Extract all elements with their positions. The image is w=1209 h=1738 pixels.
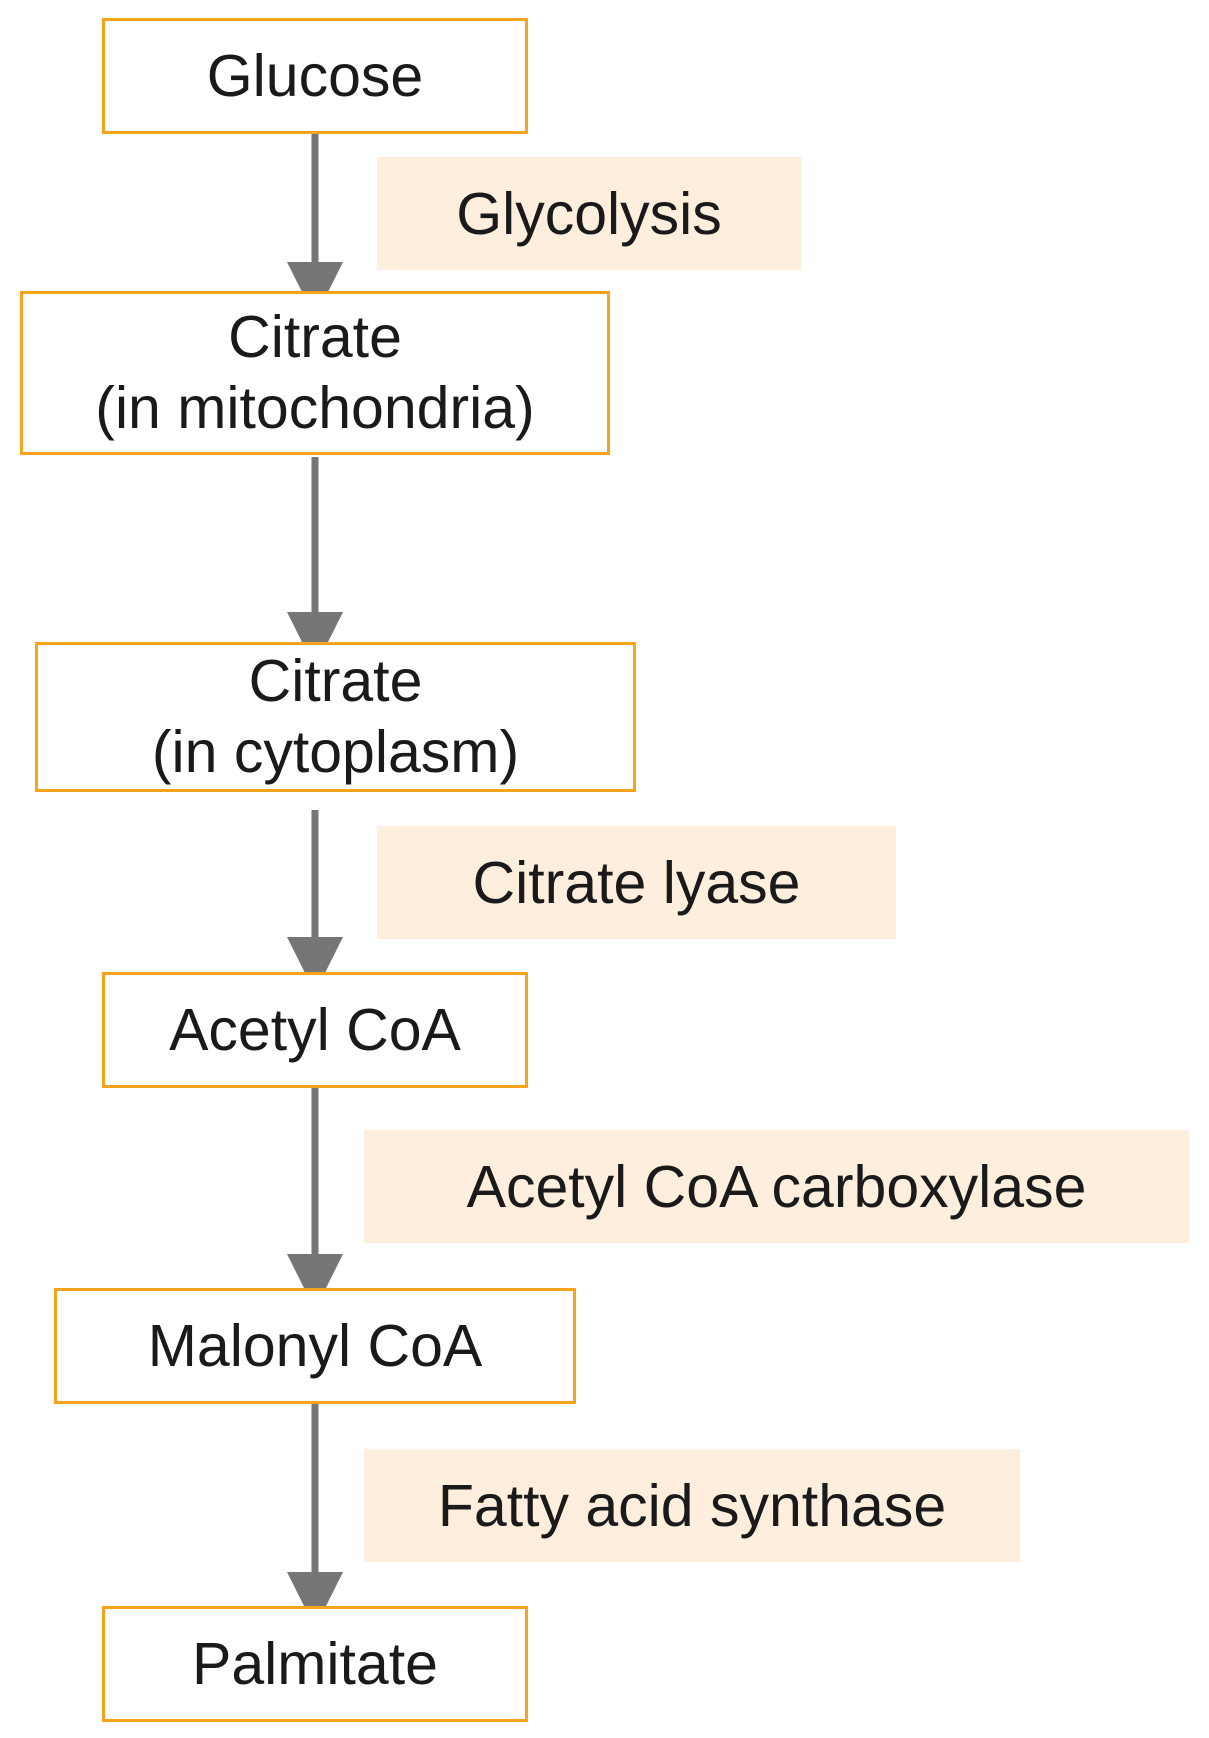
node-malonyl-coa: Malonyl CoA <box>54 1288 576 1404</box>
node-acetyl-coa-label: Acetyl CoA <box>169 996 461 1063</box>
node-glucose-label: Glucose <box>206 42 424 109</box>
node-malonyl-coa-label: Malonyl CoA <box>147 1312 483 1379</box>
enzyme-citrate-lyase: Citrate lyase <box>377 826 896 939</box>
node-palmitate-label: Palmitate <box>192 1630 438 1697</box>
node-citrate-cytoplasm: Citrate (in cytoplasm) <box>35 642 636 792</box>
node-palmitate: Palmitate <box>102 1606 528 1722</box>
node-citrate-mitochondria: Citrate (in mitochondria) <box>20 291 610 455</box>
enzyme-acetyl-coa-carboxylase: Acetyl CoA carboxylase <box>364 1130 1189 1243</box>
enzyme-acetyl-coa-carboxylase-label: Acetyl CoA carboxylase <box>466 1153 1087 1220</box>
node-citrate-mito-line2: (in mitochondria) <box>95 375 535 441</box>
node-citrate-cyto-line1: Citrate <box>248 648 423 715</box>
node-glucose: Glucose <box>102 18 528 134</box>
node-citrate-cyto-line2: (in cytoplasm) <box>151 719 520 785</box>
enzyme-fatty-acid-synthase: Fatty acid synthase <box>364 1449 1020 1562</box>
enzyme-fatty-acid-synthase-label: Fatty acid synthase <box>437 1472 947 1539</box>
enzyme-glycolysis: Glycolysis <box>377 157 801 270</box>
enzyme-citrate-lyase-label: Citrate lyase <box>472 849 801 916</box>
node-citrate-mito-line1: Citrate <box>228 304 402 371</box>
node-acetyl-coa: Acetyl CoA <box>102 972 528 1088</box>
enzyme-glycolysis-label: Glycolysis <box>456 180 722 247</box>
